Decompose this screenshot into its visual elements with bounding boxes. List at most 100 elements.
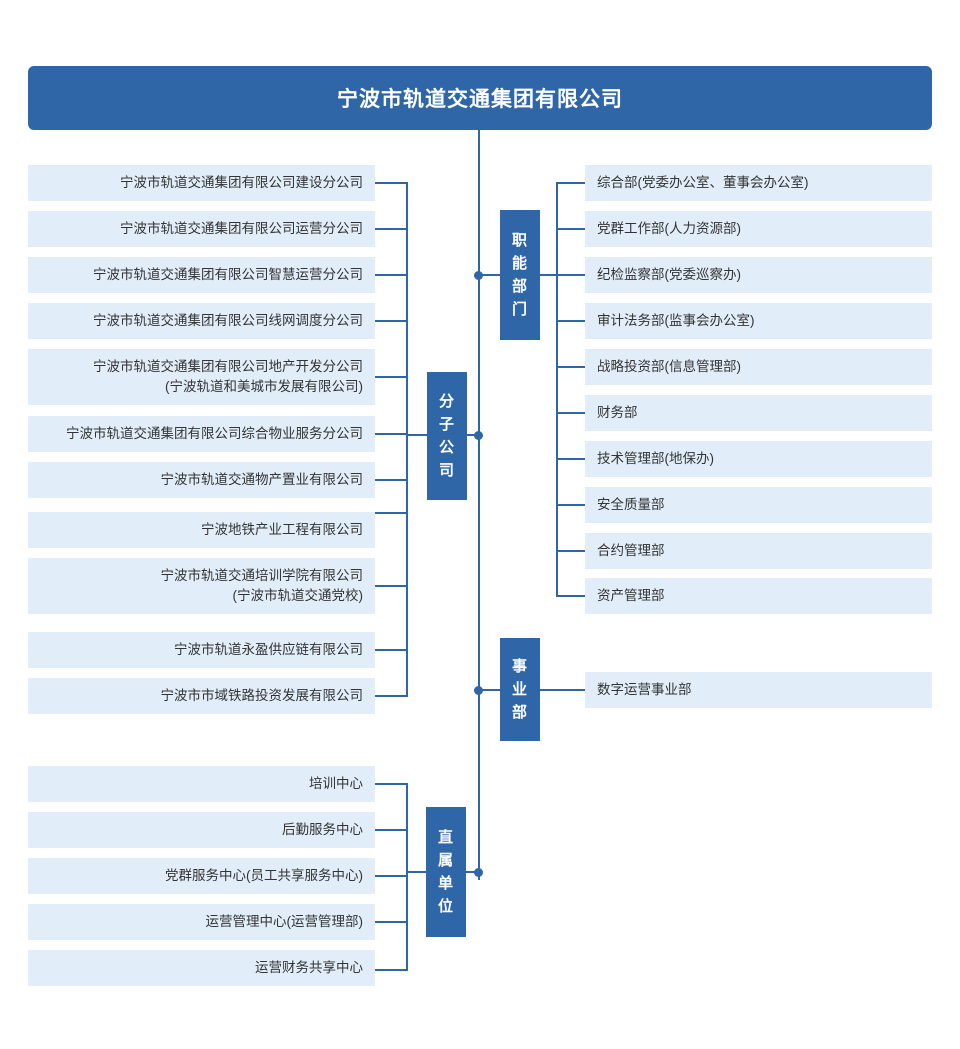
direct-unit-1-label: 后勤服务中心 (282, 821, 363, 837)
subsidiary-branch-5 (375, 433, 406, 435)
functional-dept-9[interactable]: 资产管理部 (585, 578, 932, 614)
category-direct-units[interactable]: 直属单位 (426, 807, 466, 937)
vlabel-char: 业 (511, 680, 528, 698)
vlabel-char: 部 (511, 704, 528, 722)
subsidiary-branch-9 (375, 649, 406, 651)
category-business-divisions-label: 事业部 (512, 655, 528, 725)
functional-dept-7-label: 安全质量部 (597, 496, 665, 512)
subsidiary-10-label: 宁波市市域铁路投资发展有限公司 (160, 687, 364, 703)
subsidiary-10[interactable]: 宁波市市域铁路投资发展有限公司 (28, 678, 375, 714)
vlabel-char: 司 (438, 462, 455, 480)
subsidiary-2-label: 宁波市轨道交通集团有限公司智慧运营分公司 (93, 266, 363, 282)
subsidiary-2[interactable]: 宁波市轨道交通集团有限公司智慧运营分公司 (28, 257, 375, 293)
category-business-divisions[interactable]: 事业部 (500, 638, 540, 741)
subsidiary-branch-4 (375, 376, 406, 378)
subsidiary-1-label: 宁波市轨道交通集团有限公司运营分公司 (120, 220, 363, 236)
direct-unit-3-label: 运营管理中心(运营管理部) (205, 913, 364, 929)
trunk-to-business-divisions-line (478, 689, 500, 691)
business-division-branch-0 (540, 689, 585, 691)
direct-unit-2-label: 党群服务中心(员工共享服务中心) (165, 867, 363, 883)
functional-dept-7[interactable]: 安全质量部 (585, 487, 932, 523)
vlabel-char: 属 (437, 851, 454, 869)
direct-unit-2[interactable]: 党群服务中心(员工共享服务中心) (28, 858, 375, 894)
functional-branch-7 (556, 504, 585, 506)
functional-dept-1[interactable]: 党群工作部(人力资源部) (585, 211, 932, 247)
subsidiary-branch-8 (375, 585, 406, 587)
vlabel-char: 分 (438, 392, 455, 410)
trunk-to-functional-line (478, 274, 500, 276)
root-company-box: 宁波市轨道交通集团有限公司 (28, 66, 932, 130)
subsidiary-branch-2 (375, 274, 406, 276)
subsidiary-0[interactable]: 宁波市轨道交通集团有限公司建设分公司 (28, 165, 375, 201)
functional-dept-5[interactable]: 财务部 (585, 395, 932, 431)
functional-dept-4[interactable]: 战略投资部(信息管理部) (585, 349, 932, 385)
direct-unit-1[interactable]: 后勤服务中心 (28, 812, 375, 848)
functional-dept-4-label: 战略投资部(信息管理部) (597, 358, 741, 374)
vlabel-char: 事 (511, 657, 528, 675)
subsidiary-4-label: 宁波市轨道交通集团有限公司地产开发分公司 (宁波轨道和美城市发展有限公司) (93, 358, 363, 394)
subsidiary-9[interactable]: 宁波市轨道永盈供应链有限公司 (28, 632, 375, 668)
functional-dept-3[interactable]: 审计法务部(监事会办公室) (585, 303, 932, 339)
subsidiary-3-label: 宁波市轨道交通集团有限公司线网调度分公司 (93, 312, 363, 328)
functional-branch-1 (556, 228, 585, 230)
functional-dept-2-label: 纪检监察部(党委巡察办) (597, 266, 741, 282)
subsidiary-branch-0 (375, 182, 406, 184)
direct-unit-branch-1 (375, 829, 406, 831)
subsidiary-5-label: 宁波市轨道交通集团有限公司综合物业服务分公司 (66, 425, 363, 441)
subsidiary-4[interactable]: 宁波市轨道交通集团有限公司地产开发分公司 (宁波轨道和美城市发展有限公司) (28, 349, 375, 405)
subsidiary-0-label: 宁波市轨道交通集团有限公司建设分公司 (120, 174, 363, 190)
subsidiary-5[interactable]: 宁波市轨道交通集团有限公司综合物业服务分公司 (28, 416, 375, 452)
vlabel-char: 门 (511, 301, 528, 319)
functional-dept-9-label: 资产管理部 (597, 587, 665, 603)
root-company-title: 宁波市轨道交通集团有限公司 (337, 88, 623, 111)
functional-branch-9 (556, 595, 585, 597)
subsidiary-7[interactable]: 宁波地铁产业工程有限公司 (28, 512, 375, 548)
category-functional-departments-label: 职能部门 (512, 229, 528, 322)
functional-dept-6-label: 技术管理部(地保办) (597, 450, 714, 466)
category-subsidiaries-label: 分子公司 (439, 390, 455, 483)
functional-spine-line (556, 183, 558, 596)
vlabel-char: 能 (511, 254, 528, 272)
functional-dept-0[interactable]: 综合部(党委办公室、董事会办公室) (585, 165, 932, 201)
subsidiary-branch-7 (375, 512, 406, 514)
subsidiary-8[interactable]: 宁波市轨道交通培训学院有限公司 (宁波市轨道交通党校) (28, 558, 375, 614)
subsidiary-branch-6 (375, 479, 406, 481)
vlabel-char: 直 (437, 828, 454, 846)
vlabel-char: 单 (437, 875, 454, 892)
functional-branch-0 (556, 182, 585, 184)
business-division-0-label: 数字运营事业部 (597, 681, 692, 697)
subsidiary-1[interactable]: 宁波市轨道交通集团有限公司运营分公司 (28, 211, 375, 247)
direct-unit-4[interactable]: 运营财务共享中心 (28, 950, 375, 986)
direct-units-label-to-spine-line (406, 871, 428, 873)
subsidiary-8-label: 宁波市轨道交通培训学院有限公司 (宁波市轨道交通党校) (160, 567, 364, 603)
subsidiary-7-label: 宁波地铁产业工程有限公司 (201, 521, 363, 537)
functional-branch-5 (556, 412, 585, 414)
functional-dept-8-label: 合约管理部 (597, 542, 665, 558)
functional-dept-8[interactable]: 合约管理部 (585, 533, 932, 569)
category-subsidiaries[interactable]: 分子公司 (427, 372, 467, 500)
business-division-0[interactable]: 数字运营事业部 (585, 672, 932, 708)
functional-branch-3 (556, 320, 585, 322)
direct-unit-3[interactable]: 运营管理中心(运营管理部) (28, 904, 375, 940)
functional-dept-1-label: 党群工作部(人力资源部) (597, 220, 741, 236)
subsidiary-6[interactable]: 宁波市轨道交通物产置业有限公司 (28, 462, 375, 498)
functional-dept-2[interactable]: 纪检监察部(党委巡察办) (585, 257, 932, 293)
vlabel-char: 部 (511, 278, 528, 295)
category-direct-units-label: 直属单位 (438, 826, 454, 919)
vlabel-char: 位 (437, 898, 454, 916)
subsidiary-branch-3 (375, 320, 406, 322)
direct-unit-branch-3 (375, 921, 406, 923)
direct-unit-branch-4 (375, 969, 406, 971)
subsidiary-3[interactable]: 宁波市轨道交通集团有限公司线网调度分公司 (28, 303, 375, 339)
direct-unit-0[interactable]: 培训中心 (28, 766, 375, 802)
direct-units-spine-line (406, 783, 408, 971)
subsidiaries-spine-line (406, 182, 408, 697)
main-trunk-line (478, 130, 480, 880)
subsidiary-branch-1 (375, 228, 406, 230)
functional-branch-4 (556, 366, 585, 368)
category-functional-departments[interactable]: 职能部门 (500, 210, 540, 340)
functional-dept-6[interactable]: 技术管理部(地保办) (585, 441, 932, 477)
direct-unit-0-label: 培训中心 (309, 775, 363, 791)
functional-branch-2 (556, 274, 585, 276)
